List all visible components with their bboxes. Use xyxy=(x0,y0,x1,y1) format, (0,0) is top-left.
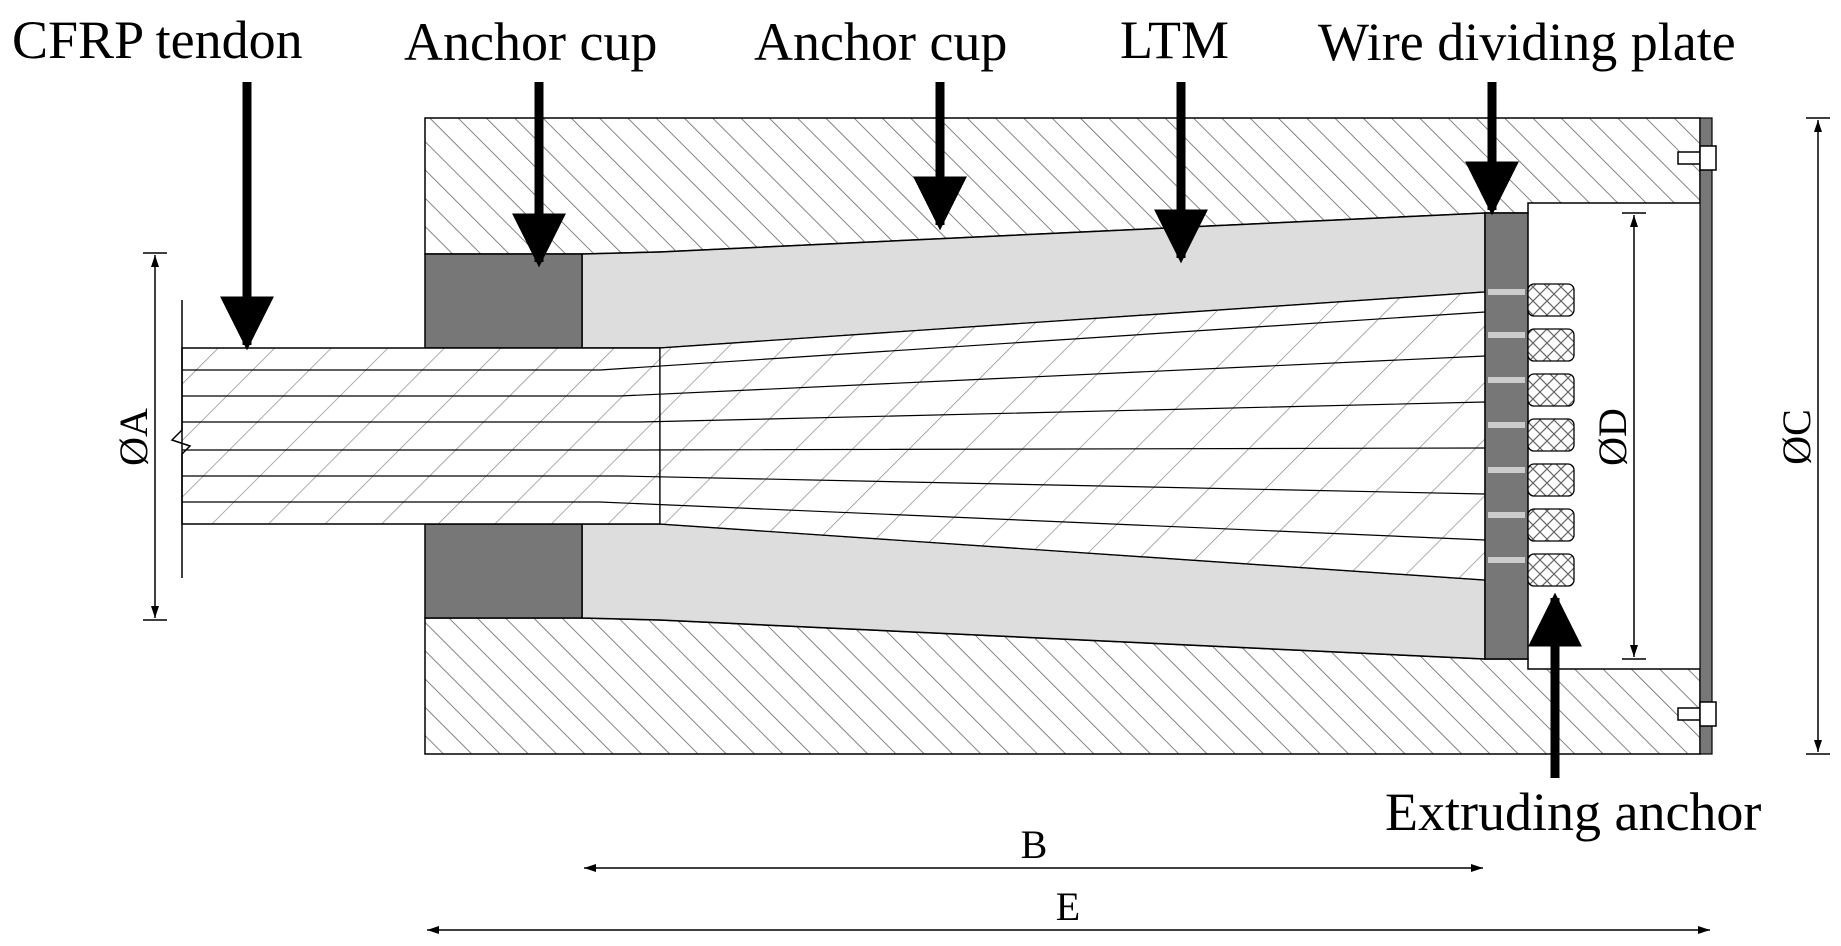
callout-arrows xyxy=(220,82,1582,778)
cfrp-tendon xyxy=(170,291,1486,581)
label-ltm: LTM xyxy=(1120,10,1229,70)
wire-dividing-plate xyxy=(1484,212,1529,660)
callout-labels: CFRP tendon Anchor cup Anchor cup LTM Wi… xyxy=(12,10,1761,842)
label-anchor-cup-1: Anchor cup xyxy=(404,12,657,72)
dim-c-label: ØC xyxy=(1774,409,1819,465)
dim-b-label: B xyxy=(1021,822,1048,867)
dim-d-label: ØD xyxy=(1590,408,1635,466)
dimension-lines xyxy=(143,117,1830,934)
extruding-anchors xyxy=(1527,283,1575,587)
label-anchor-cup-2: Anchor cup xyxy=(754,12,1007,72)
label-cfrp-tendon: CFRP tendon xyxy=(12,10,303,70)
label-extruding-anchor: Extruding anchor xyxy=(1385,782,1761,842)
anchor-cup-ring xyxy=(424,253,583,619)
label-wire-dividing-plate: Wire dividing plate xyxy=(1318,12,1736,72)
anchor-cup-body xyxy=(424,117,1701,755)
dim-e-label: E xyxy=(1056,884,1080,929)
end-cover-plate xyxy=(1677,117,1717,755)
dim-a-label: ØA xyxy=(111,408,156,466)
dimension-labels: ØA ØD ØC B E xyxy=(111,408,1819,929)
